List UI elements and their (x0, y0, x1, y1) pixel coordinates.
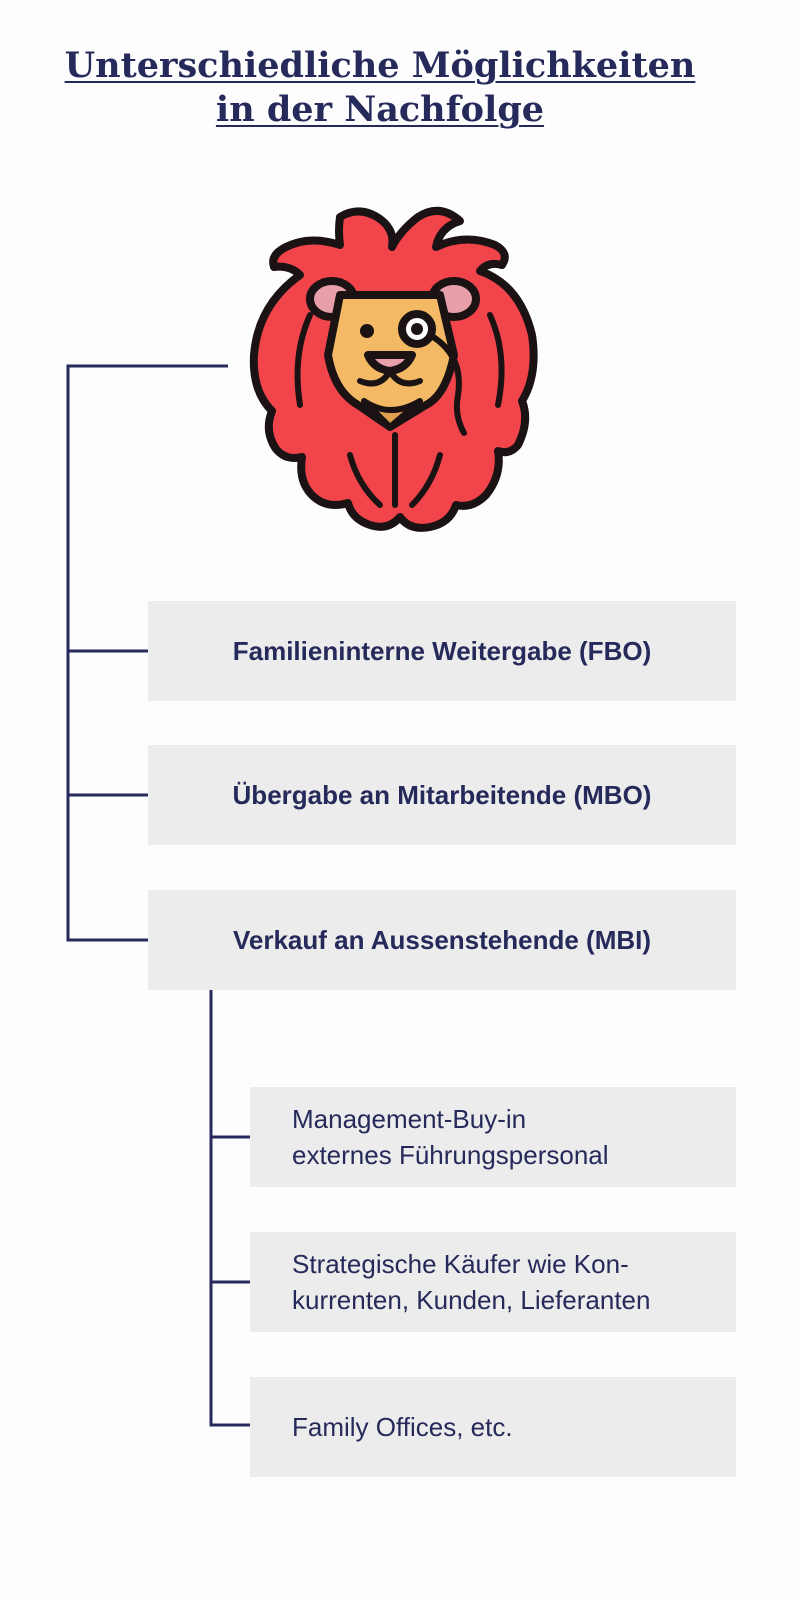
mbi-detail-2-line-2: kurrenten, Kunden, Lieferanten (292, 1285, 651, 1315)
option-fbo-box: Familieninterne Weitergabe (FBO) (148, 601, 736, 701)
option-mbo-label: Übergabe an Mitarbeitende (MBO) (232, 779, 652, 810)
mbi-detail-strategic-buyers: Strategische Käufer wie Kon- kurrenten, … (250, 1232, 736, 1332)
lion-with-monocle-icon (249, 207, 538, 532)
option-mbi-box: Verkauf an Aussenstehende (MBI) (148, 890, 736, 990)
title-line-1: Unterschiedliche Möglichkeiten (64, 45, 696, 86)
title-line-2: in der Nachfolge (215, 89, 545, 130)
mbi-detail-1-line-2: externes Führungspersonal (292, 1140, 609, 1170)
option-mbi-label: Verkauf an Aussenstehende (MBI) (232, 924, 652, 955)
mbi-detail-family-offices: Family Offices, etc. (250, 1377, 736, 1477)
lion-eye (360, 324, 374, 338)
page-title: Unterschiedliche Möglichkeiten in der Na… (0, 44, 760, 132)
option-fbo-label: Familieninterne Weitergabe (FBO) (232, 635, 652, 666)
option-mbo-box: Übergabe an Mitarbeitende (MBO) (148, 745, 736, 845)
sub-connector-trunk (209, 990, 250, 1427)
mbi-detail-3-line-1: Family Offices, etc. (292, 1412, 513, 1442)
mbi-detail-management-buy-in: Management-Buy-in externes Führungsperso… (250, 1087, 736, 1187)
mbi-detail-1-line-1: Management-Buy-in (292, 1104, 527, 1134)
mbi-detail-2-line-1: Strategische Käufer wie Kon- (292, 1249, 629, 1279)
